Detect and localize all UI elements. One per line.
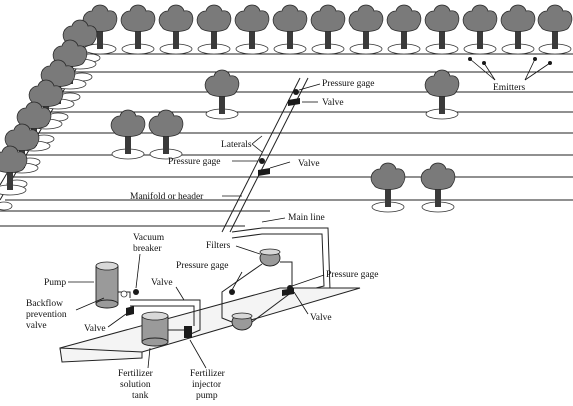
pressure-gage-filter-right-label: Pressure gage <box>326 270 379 280</box>
tree-icon <box>425 5 459 54</box>
fert-pump-label-3: pump <box>196 391 218 401</box>
vacuum-breaker-icon <box>133 289 139 295</box>
tree-icon <box>421 163 455 212</box>
valve-icon <box>258 168 270 176</box>
tree-icon <box>235 5 269 54</box>
tree-column-left <box>0 20 97 195</box>
tree-interior <box>111 70 459 212</box>
valve-left-label: Valve <box>84 324 106 334</box>
tree-icon <box>463 5 497 54</box>
vacuum-breaker-label-1: Vacuum <box>133 233 165 243</box>
fert-tank-label-2: solution <box>120 380 151 390</box>
tree-icon <box>273 5 307 54</box>
emitters-label: Emitters <box>493 83 525 93</box>
tree-icon <box>349 5 383 54</box>
valve-mid-label: Valve <box>298 159 320 169</box>
tree-icon <box>387 5 421 54</box>
tree-icon <box>538 5 572 54</box>
emitters-callout: Emitters <box>468 57 552 93</box>
main-line-label: Main line <box>288 213 325 223</box>
laterals-callout: Laterals <box>221 136 262 152</box>
tree-row-back <box>83 5 572 54</box>
tree-icon <box>311 5 345 54</box>
tree-icon <box>111 110 145 159</box>
laterals-label: Laterals <box>221 140 252 150</box>
valve-icon <box>126 306 134 316</box>
tree-icon <box>501 5 535 54</box>
backflow-label-1: Backflow <box>26 298 63 309</box>
top-gage-valve: Pressure gage Valve <box>288 79 375 108</box>
mid-gage-valve: Pressure gage Valve <box>168 157 320 176</box>
valve-right-label: Valve <box>310 313 332 323</box>
emitter-icon <box>0 202 12 210</box>
pump-group: Pump Backflow prevention valve <box>26 262 130 331</box>
vacuum-breaker-label-2: breaker <box>133 244 162 254</box>
pressure-gage-top-label: Pressure gage <box>322 79 375 89</box>
filters-label: Filters <box>206 241 231 251</box>
fert-tank-label-1: Fertilizer <box>118 369 154 379</box>
pump-icon <box>184 326 192 338</box>
fert-tank-label-3: tank <box>132 391 149 401</box>
manifold-label: Manifold or header <box>130 191 204 202</box>
backflow-label-3: valve <box>26 321 47 331</box>
pump-icon <box>96 266 118 304</box>
pump-label: Pump <box>44 278 66 288</box>
pressure-gage-icon <box>293 89 299 95</box>
pressure-gage-filter-left-label: Pressure gage <box>176 261 229 271</box>
valve-top-label: Valve <box>322 98 344 108</box>
main-line: Main line <box>232 213 330 298</box>
pressure-gage-icon <box>229 289 235 295</box>
pressure-gage-mid-label: Pressure gage <box>168 157 221 167</box>
tree-icon <box>159 5 193 54</box>
valve-pump-label: Valve <box>151 278 173 288</box>
tree-icon <box>197 5 231 54</box>
tree-icon <box>425 70 459 119</box>
tree-icon <box>205 70 239 119</box>
tree-icon <box>149 110 183 159</box>
tree-icon <box>121 5 155 54</box>
backflow-label-2: prevention <box>26 310 67 320</box>
fert-pump-label-1: Fertilizer <box>190 369 226 379</box>
fert-pump-label-2: injector <box>192 380 222 390</box>
pressure-gage-icon <box>259 158 265 164</box>
tree-icon <box>371 163 405 212</box>
